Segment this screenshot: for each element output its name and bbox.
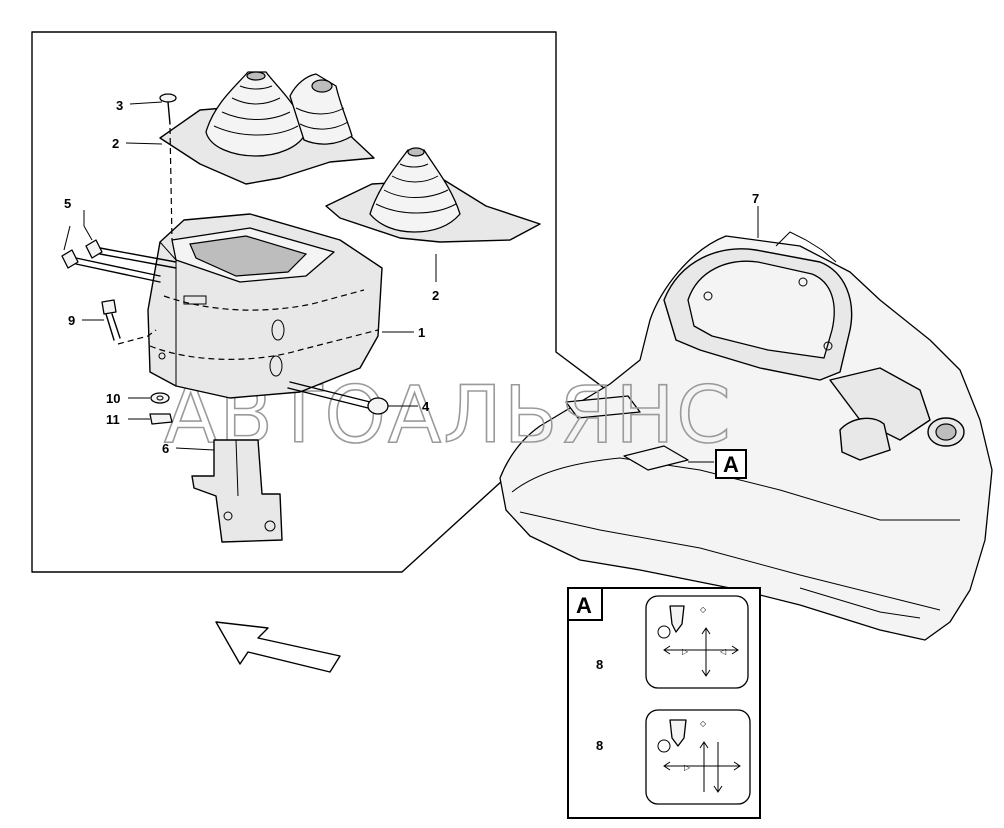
callout-5: 5	[64, 196, 71, 211]
view-direction-arrow	[215, 621, 341, 673]
svg-text:◁: ◁	[720, 647, 727, 656]
callout-11: 11	[106, 412, 120, 427]
callout-7: 7	[752, 191, 759, 206]
washer-10	[150, 392, 170, 404]
callout-1: 1	[418, 325, 425, 340]
nut-11	[149, 413, 173, 425]
callout-9: 9	[68, 313, 75, 328]
detail-a-tag-box	[567, 587, 603, 621]
callout-8-upper: 8	[596, 657, 603, 672]
screw-3	[159, 93, 177, 125]
bolt-4	[287, 381, 389, 415]
svg-text:▷: ▷	[684, 763, 691, 772]
bolt-9	[101, 299, 157, 345]
cover-housing	[147, 213, 383, 399]
boot-lower	[325, 147, 541, 243]
svg-text:◇: ◇	[700, 719, 707, 728]
decal-lower: ◇ ▷	[645, 709, 751, 805]
svg-text:◇: ◇	[700, 605, 707, 614]
callout-4: 4	[422, 399, 430, 414]
callout-6: 6	[162, 441, 169, 456]
callout-2-lower: 2	[432, 288, 439, 303]
callout-8-lower: 8	[596, 738, 603, 753]
bolts-5	[61, 239, 177, 283]
decal-upper: ◇ ◁ ▷	[645, 595, 749, 689]
view-marker-a: A	[723, 452, 739, 477]
callout-10: 10	[106, 391, 120, 406]
cab-console	[499, 231, 993, 641]
svg-text:▷: ▷	[682, 647, 689, 656]
callout-2-upper: 2	[112, 136, 119, 151]
boot-upper	[159, 71, 375, 185]
detail-a-tag: A	[576, 593, 592, 618]
bracket	[191, 439, 283, 543]
callout-3: 3	[116, 98, 123, 113]
view-marker-a-box	[715, 449, 747, 479]
